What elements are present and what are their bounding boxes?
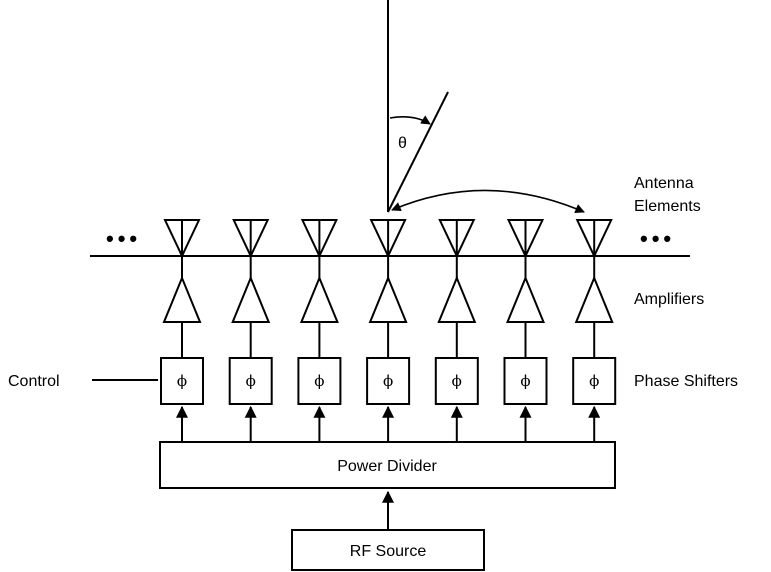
phase-shifter-box (503, 357, 548, 405)
phase-shifter-box (228, 357, 273, 405)
amplifiers-label: Amplifiers (634, 291, 704, 308)
antenna-elements-label-line1: Antenna (634, 175, 694, 192)
ellipsis-right: ••• (640, 226, 675, 251)
rf-source-box (291, 529, 485, 571)
amplifier-icon (574, 275, 614, 323)
power-divider-box (159, 441, 616, 489)
phase-shifter-box (366, 357, 411, 405)
phase-shifter-box (297, 357, 342, 405)
amplifier-icon (162, 275, 202, 323)
scan-arc (391, 189, 585, 213)
angle-arc (389, 115, 431, 125)
amplifier-icon (299, 275, 339, 323)
phase-shifter-symbol: ϕ (383, 372, 393, 390)
phase-shifter-box (572, 357, 617, 405)
theta-label: θ (398, 135, 407, 152)
beam-direction-line (387, 91, 449, 213)
power-divider-label: Power Divider (337, 458, 437, 475)
phase-shifter-box (160, 357, 204, 405)
phase-shifter-symbol: ϕ (452, 372, 462, 390)
amplifier-icon (437, 275, 477, 323)
phase-shifter-symbol: ϕ (246, 372, 256, 390)
phase-shifter-symbol: ϕ (177, 372, 187, 390)
amplifier-icon (368, 275, 408, 323)
amplifier-icon (231, 275, 271, 323)
rf-source-label: RF Source (350, 543, 427, 560)
ellipsis-left: ••• (106, 226, 141, 251)
phase-shifter-box (434, 357, 479, 405)
phase-shifters-label: Phase Shifters (634, 373, 738, 390)
phase-shifter-symbol: ϕ (314, 372, 324, 390)
antenna-elements-label-line2: Elements (634, 198, 701, 215)
phase-shifter-symbol: ϕ (520, 372, 530, 390)
amplifier-icon (506, 275, 545, 323)
control-label: Control (8, 373, 60, 390)
phase-shifter-symbol: ϕ (589, 372, 599, 390)
